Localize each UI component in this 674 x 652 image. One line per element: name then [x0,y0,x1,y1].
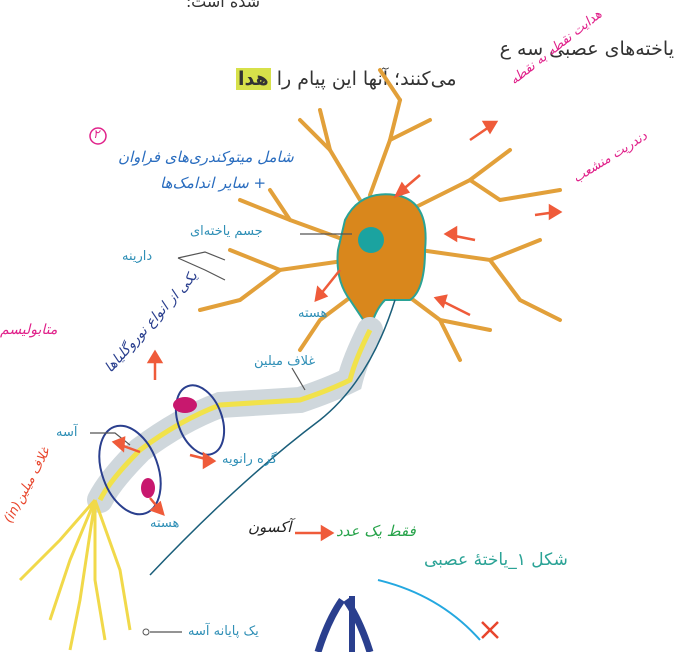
label-nucleus-bottom: هسته [150,516,179,531]
terminal-dot [143,629,149,635]
annotation-only-one: فقط یک عدد [336,522,416,540]
annotation-metabolism: متابولیسم [0,322,57,338]
annotation-mitochondria-2: + سایر اندامک‌ها [160,174,266,192]
label-axon-terminal: یک پایانه آسه [188,624,259,639]
label-node: گره رانویه [222,452,277,467]
label-dendrite: دارینه [122,249,152,264]
axon-terminals [20,500,130,650]
nucleus [358,227,384,253]
cell-body [338,194,426,330]
schwann-nucleus [141,478,155,498]
label-myelin-sheath: غلاف میلین [254,354,315,369]
myelin-sheath [100,330,370,500]
annotation-mitochondria-1: شامل میتوکندری‌های فراوان [118,148,294,166]
label-axon-main: آسه [56,425,77,440]
figure-caption: شکل ۱_یاختهٔ عصبی [424,550,568,570]
label-cell-body: جسم یاخته‌ای [190,224,263,239]
bottom-symbol [318,580,480,652]
red-x [482,622,498,638]
leader-lines [90,234,352,632]
label-nucleus-top: هسته [298,306,327,321]
annotation-circled-number: ۲ [93,127,99,141]
schwann-nucleus [173,397,197,413]
annotation-axon: آکسون [248,518,291,536]
